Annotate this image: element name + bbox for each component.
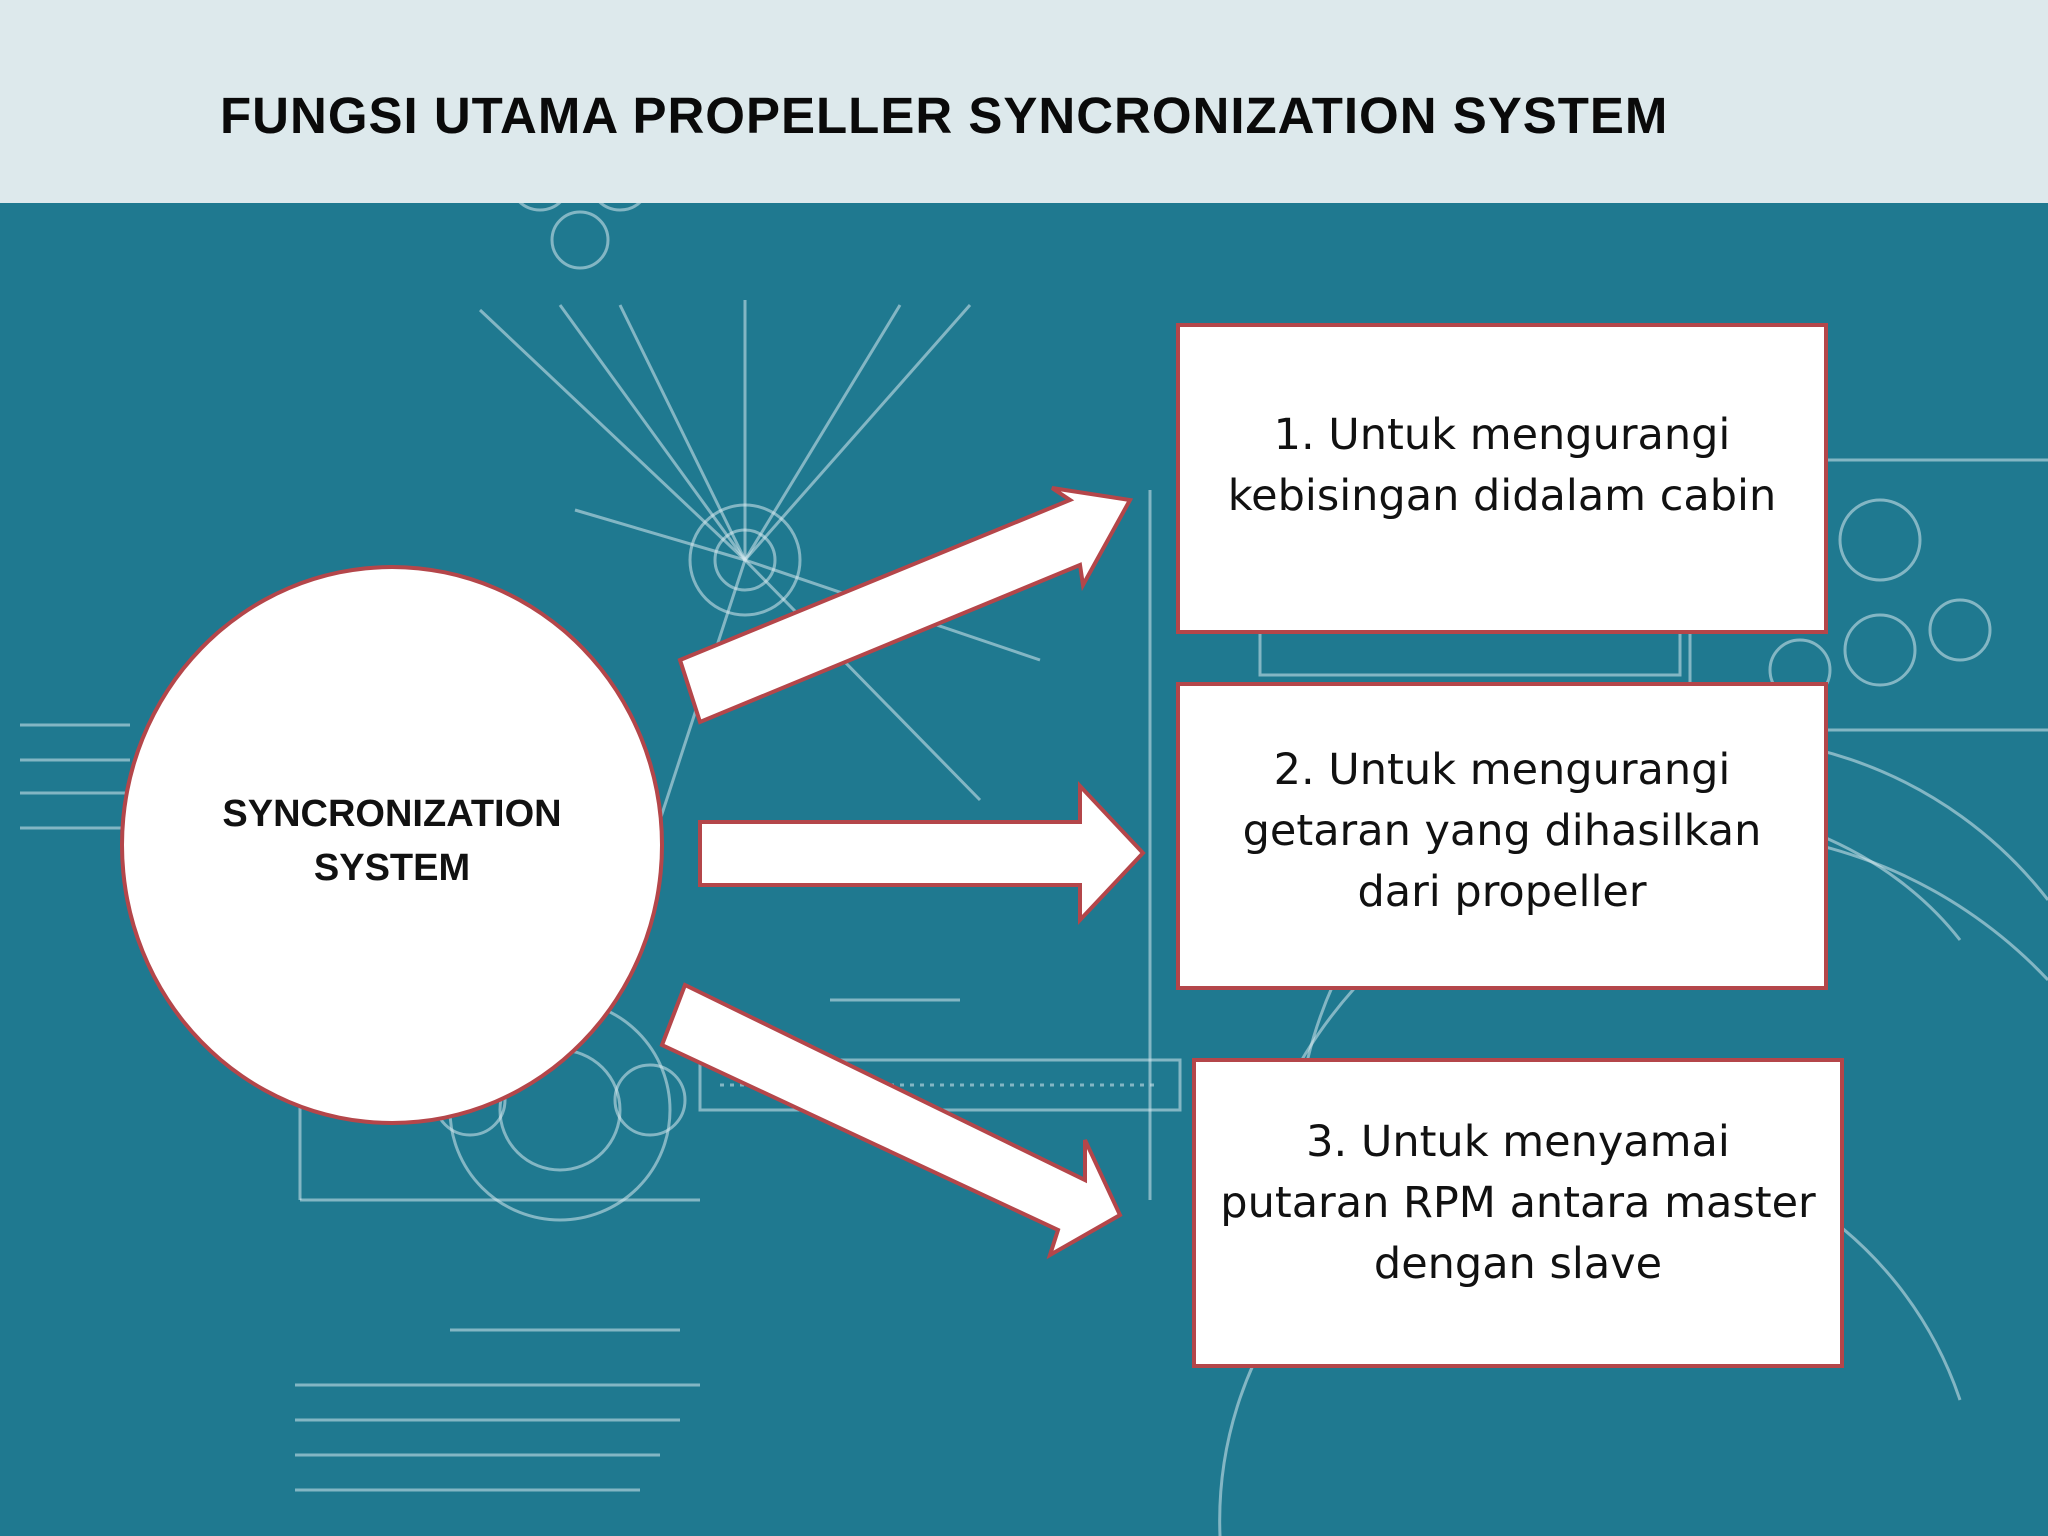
function-text-2: 2. Untuk mengurangi getaran yang dihasil… bbox=[1242, 744, 1762, 917]
arrow-to-function-3 bbox=[659, 982, 1123, 1260]
center-label: SYNCRONIZATION SYSTEM bbox=[222, 793, 562, 889]
function-text-3: 3. Untuk menyamai putaran RPM antara mas… bbox=[1220, 1116, 1816, 1289]
slide-title: FUNGSI UTAMA PROPELLER SYNCRONIZATION SY… bbox=[220, 87, 1669, 144]
function-box-3: 3. Untuk menyamai putaran RPM antara mas… bbox=[1192, 1058, 1844, 1368]
syncronization-system-node: SYNCRONIZATION SYSTEM bbox=[120, 565, 664, 1125]
function-text-1: 1. Untuk mengurangi kebisingan didalam c… bbox=[1227, 410, 1777, 521]
function-box-2: 2. Untuk mengurangi getaran yang dihasil… bbox=[1176, 682, 1828, 990]
arrow-to-function-2 bbox=[698, 780, 1146, 926]
function-box-1: 1. Untuk mengurangi kebisingan didalam c… bbox=[1176, 323, 1828, 634]
arrow-to-function-1 bbox=[677, 486, 1134, 725]
header-band bbox=[0, 0, 2048, 203]
